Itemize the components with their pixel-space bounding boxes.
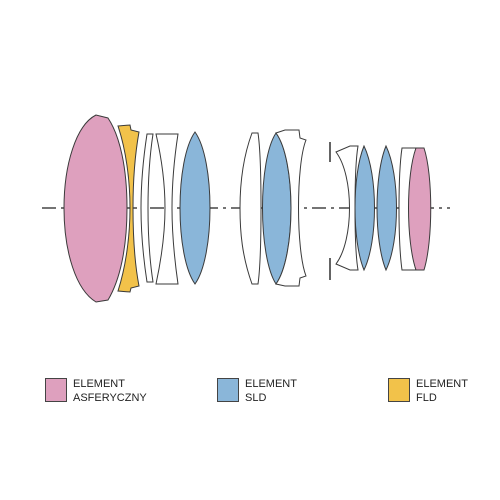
lens-element-3 <box>140 133 154 283</box>
legend-aspherical-line1: ELEMENT <box>73 378 125 390</box>
lens-element-8 <box>275 129 307 287</box>
lens-element-4 <box>155 133 179 285</box>
legend-fld-line1: ELEMENT <box>416 378 468 390</box>
legend-fld-swatch <box>388 378 410 402</box>
lens-element-2-fld <box>117 124 140 293</box>
lens-element-5-sld <box>179 131 211 285</box>
legend-sld-swatch <box>217 378 239 402</box>
lens-element-10-sld <box>354 144 375 272</box>
legend-aspherical-swatch <box>45 378 67 402</box>
legend-sld-line1: ELEMENT <box>245 378 297 390</box>
legend-fld-line2: FLD <box>416 392 437 404</box>
lens-element-6 <box>239 132 262 285</box>
lens-element-11-sld <box>376 144 397 272</box>
lens-construction-diagram <box>42 114 450 303</box>
lens-element-9 <box>335 145 359 271</box>
legend-aspherical-line2: ASFERYCZNY <box>73 392 147 404</box>
legend-sld-line2: SLD <box>245 392 267 404</box>
lens-element-1-aspherical <box>63 114 128 303</box>
lens-element-13-aspherical <box>408 147 432 271</box>
